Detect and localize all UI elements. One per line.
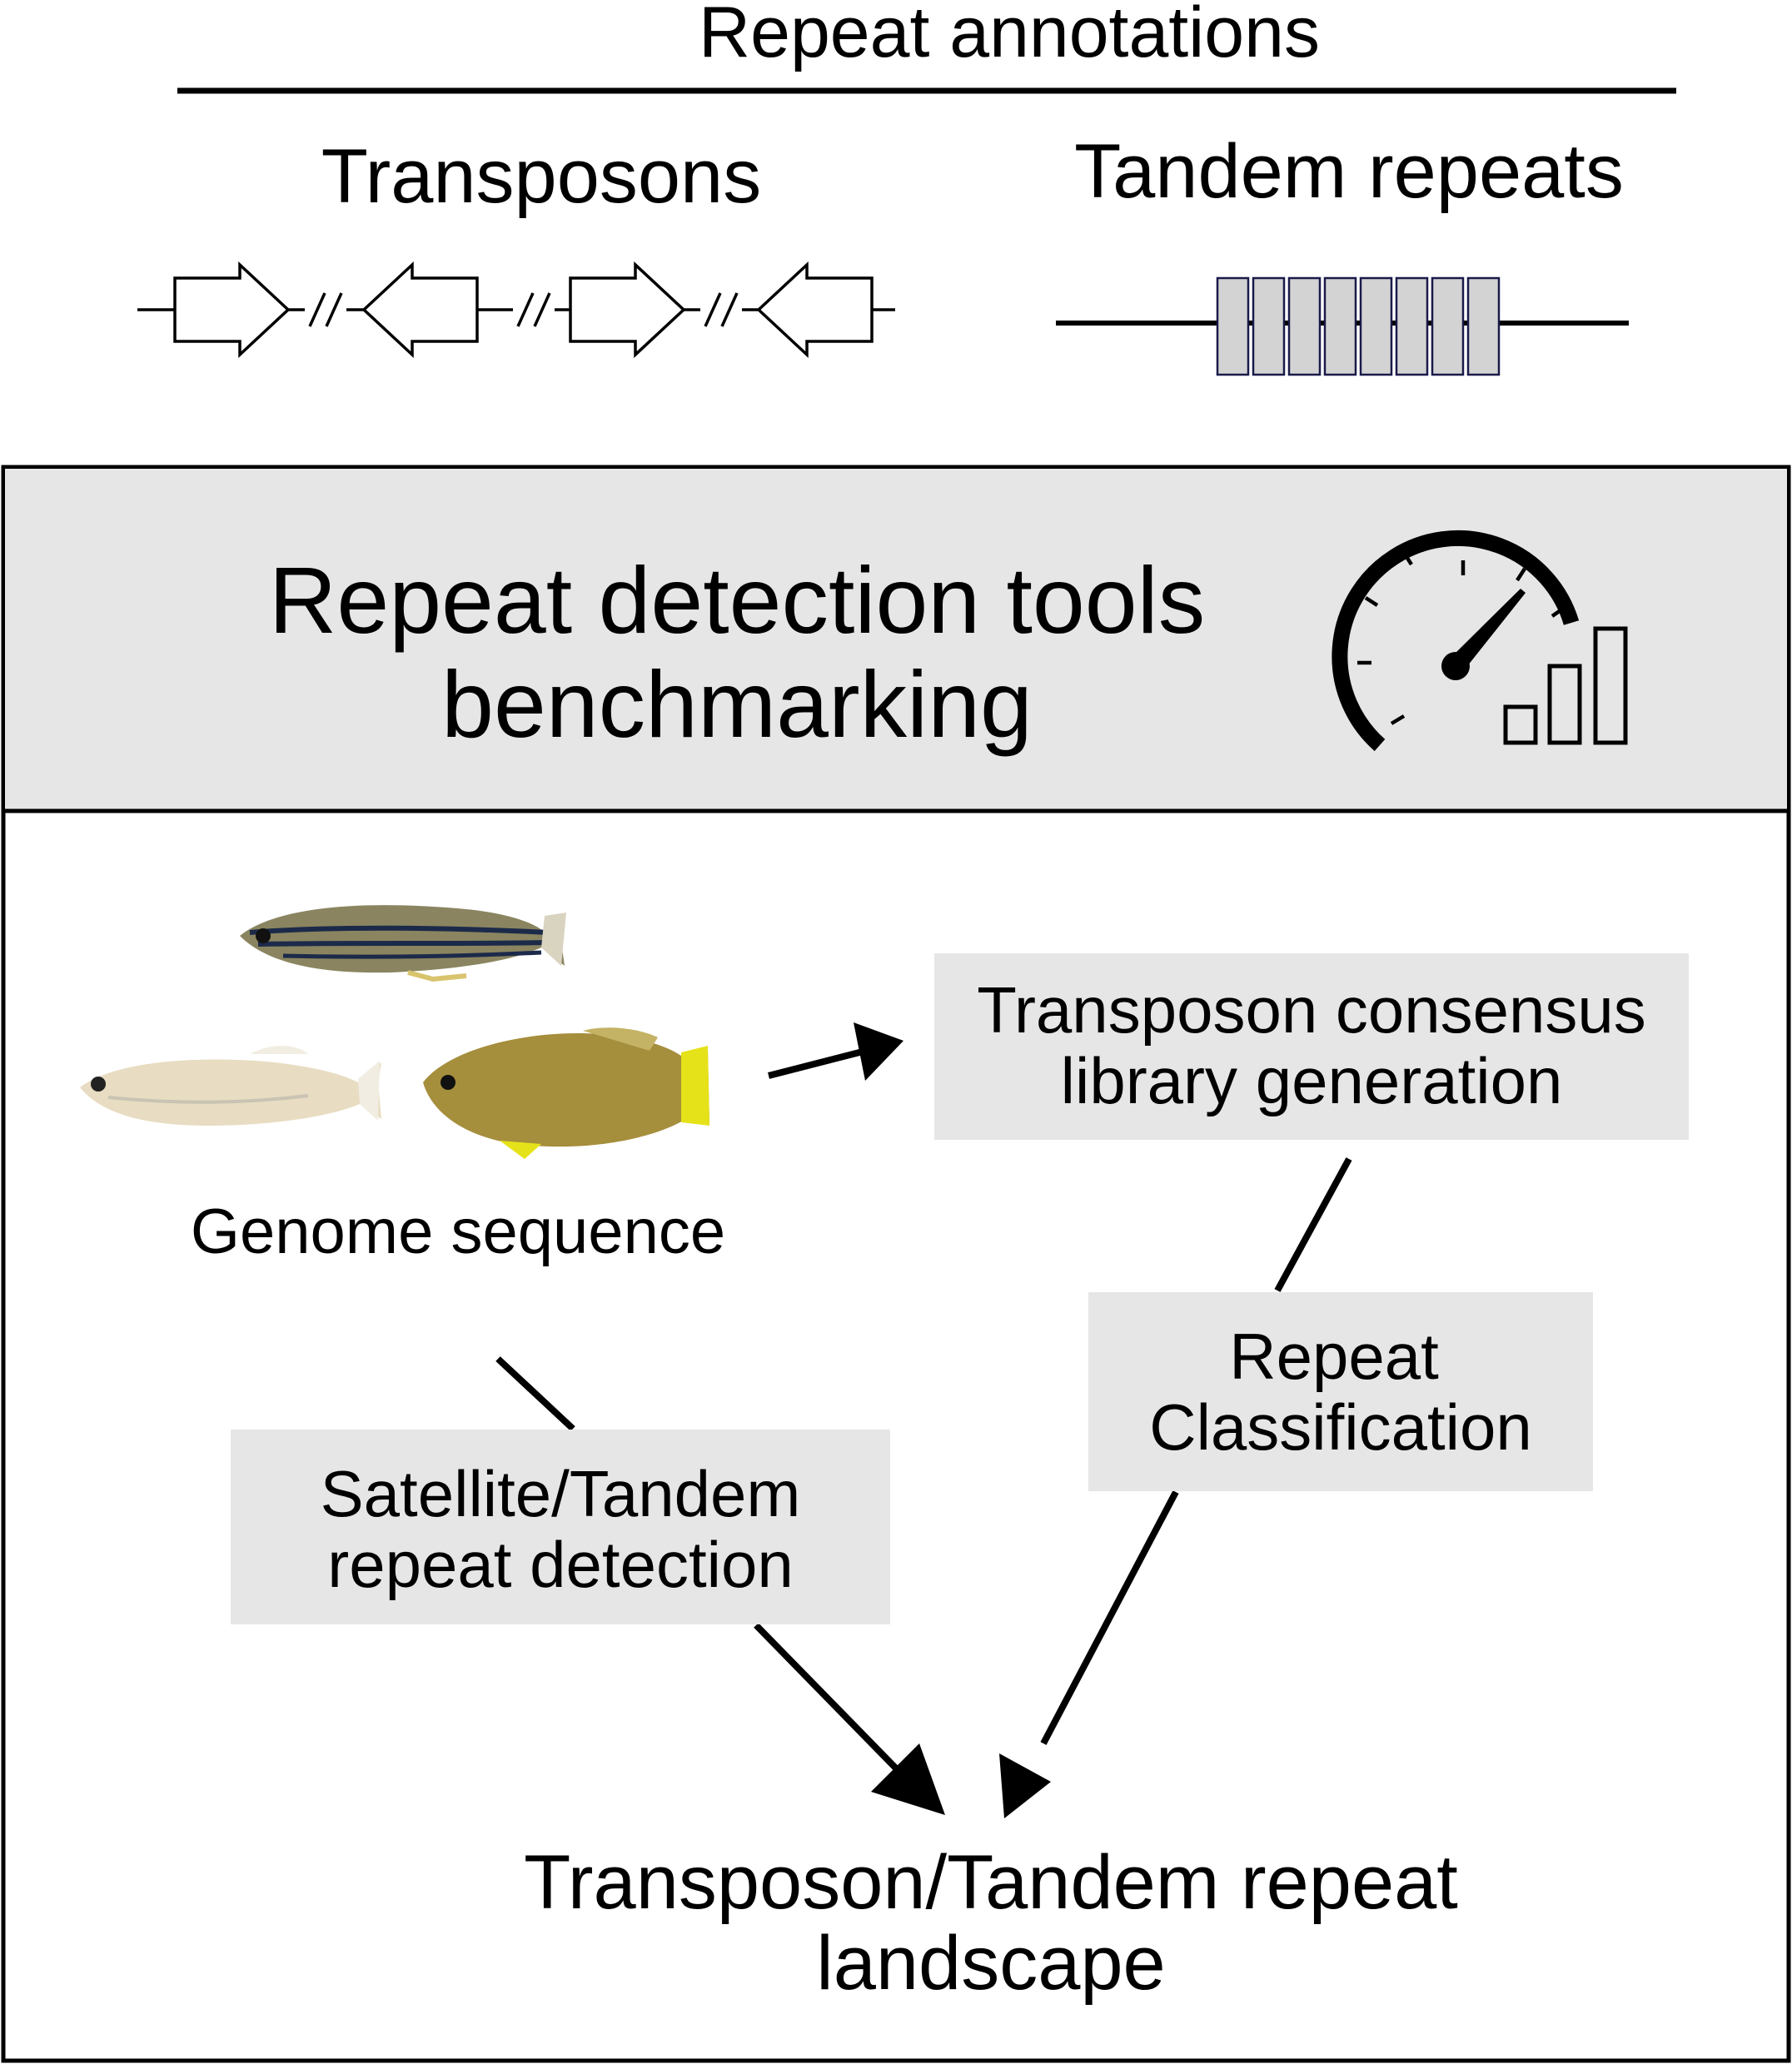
arrow-genome-to-landscape [495, 1356, 945, 1815]
arrow-genome-to-consensus [768, 1022, 903, 1081]
tandem-repeat-unit [1359, 276, 1393, 376]
genome-sequence-label: Genome sequence [190, 1196, 726, 1267]
tandem-repeat-unit [1431, 276, 1465, 376]
transposon-schematic [137, 261, 895, 359]
arrow-consensus-to-landscape [999, 1157, 1352, 1818]
transposon-arrow-reverse [361, 261, 479, 359]
killifish-image [423, 1027, 709, 1159]
transposon-arrow-forward [173, 261, 291, 359]
tandem-repeat-unit [1216, 276, 1250, 376]
consensus-box [934, 953, 1689, 1140]
consensus-label-line1: Transposon consensus [977, 973, 1646, 1047]
tandem-repeat-unit [1252, 276, 1286, 376]
landscape-label-line2: landscape [816, 1921, 1166, 2006]
classification-label-line1: Repeat [1229, 1320, 1439, 1393]
outer-frame [1, 465, 1791, 2063]
banner-background [5, 469, 1787, 811]
tandem-repeat-unit [1287, 276, 1322, 376]
satellite-label-line2: repeat detection [327, 1528, 794, 1601]
tandem-repeats-label: Tandem repeats [1074, 129, 1624, 214]
classification-label-line2: Classification [1149, 1390, 1532, 1464]
satellite-label-line1: Satellite/Tandem [320, 1457, 801, 1530]
page-title: Repeat annotations [699, 0, 1320, 72]
break-marks [305, 291, 742, 328]
tandem-schematic [1056, 276, 1629, 376]
classification-box [1088, 1292, 1593, 1491]
landscape-label-line1: Transposon/Tandem repeat [524, 1840, 1458, 1925]
tandem-repeat-unit [1466, 276, 1501, 376]
tandem-repeat-unit [1323, 276, 1357, 376]
banner-title-line2: benchmarking [441, 652, 1033, 757]
transposons-label: Transposons [321, 134, 762, 219]
tandem-repeat-unit [1395, 276, 1429, 376]
medaka-image [80, 1046, 381, 1126]
consensus-label-line2: library generation [1060, 1044, 1563, 1117]
speedometer-icon [1332, 530, 1628, 752]
transposon-arrow-forward [569, 261, 686, 359]
banner-title-line1: Repeat detection tools [268, 548, 1206, 653]
satellite-box [231, 1430, 890, 1624]
zebrafish-image [240, 905, 566, 982]
transposon-arrow-reverse [756, 261, 874, 359]
